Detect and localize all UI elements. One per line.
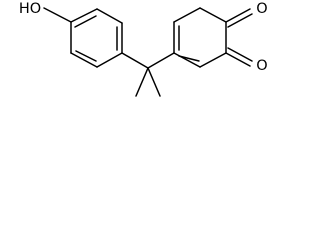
bridge-bond [121, 52, 149, 69]
hydroxyl-label: HO [19, 1, 41, 17]
ring-bond [199, 7, 227, 23]
ring-double-bond [74, 15, 97, 28]
quinone-ring [173, 7, 227, 68]
carbonyl-top: O [225, 1, 268, 28]
hydroxyl-bond [43, 7, 72, 23]
carbonyl-bottom: O [225, 47, 268, 74]
bridge-bond [147, 52, 175, 69]
carbonyl-bond [225, 8, 251, 23]
carbonyl-bottom-label: O [256, 58, 267, 74]
phenol-ring [70, 8, 123, 68]
carbonyl-bond [227, 47, 253, 62]
ring-double-bond [75, 50, 97, 62]
ring-bond [199, 52, 227, 68]
ring-bond [70, 8, 98, 23]
isopropylidene-bridge [121, 52, 175, 97]
ring-bond [96, 52, 123, 68]
carbonyl-bond [225, 52, 251, 67]
carbonyl-top-label: O [256, 1, 267, 17]
ring-bond [173, 7, 201, 23]
ring-bond [173, 52, 201, 68]
ring-double-bond [178, 55, 200, 62]
carbonyl-bond [227, 13, 253, 28]
methyl-bond [135, 67, 149, 97]
ring-bond [70, 52, 98, 68]
methyl-bond [147, 67, 161, 97]
chemical-structure: HO O O [19, 1, 268, 97]
ring-bond [96, 8, 123, 24]
